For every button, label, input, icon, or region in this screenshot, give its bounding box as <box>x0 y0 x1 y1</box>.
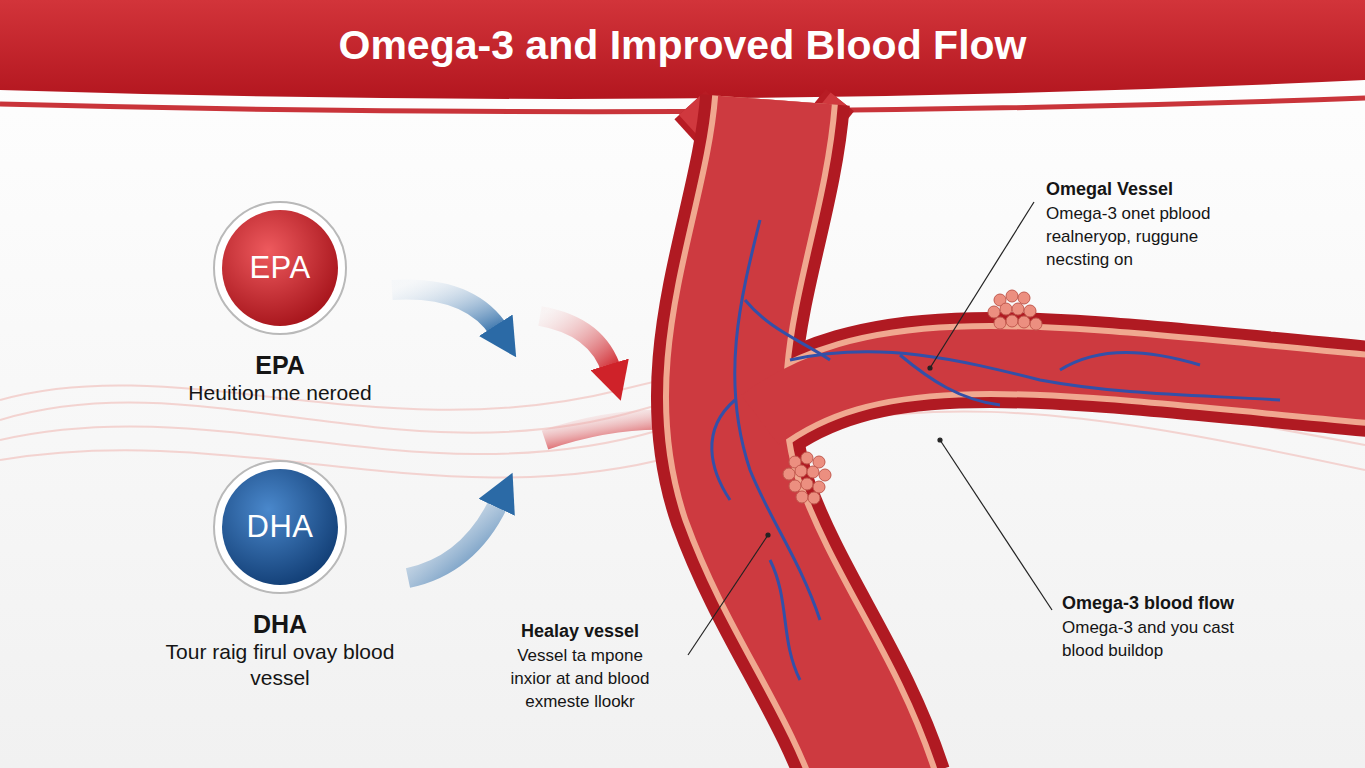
callout-text: Omega-3 and you cast blood buildop <box>1062 616 1262 662</box>
flow-arrow <box>540 316 612 372</box>
nutrient-description: Heuition me neroed <box>165 380 395 406</box>
title: Omega-3 and Improved Blood Flow <box>0 20 1365 70</box>
nutrient-circle: EPA <box>212 200 348 336</box>
leader-dot <box>938 438 942 442</box>
leader-dot <box>766 533 770 537</box>
vein <box>712 400 735 500</box>
banner-stripe <box>0 98 1365 112</box>
title-banner <box>0 0 1365 99</box>
plaque-cluster <box>783 452 831 504</box>
vein <box>735 220 820 620</box>
flow-arrow <box>408 500 500 578</box>
nutrient-node: EPAEPAHeuition me neroed <box>165 200 395 406</box>
callout-container: Healay vessel <box>480 620 680 643</box>
plaque-cluster <box>988 290 1042 330</box>
callout-container: Omega-3 onet pblood realneryop, ruggune … <box>1046 202 1261 271</box>
vein <box>790 352 1280 400</box>
leader-dot <box>928 366 932 370</box>
callout-text: Omega-3 onet pblood realneryop, ruggune … <box>1046 202 1261 271</box>
callout-container: Omegal Vessel <box>1046 178 1326 201</box>
nutrient-description: Tour raig firul ovay blood vessel <box>165 639 395 691</box>
vessel-lumen <box>726 100 878 768</box>
callout-heading: Omegal Vessel <box>1046 178 1326 201</box>
leader-line <box>940 440 1052 610</box>
vein <box>770 560 800 680</box>
callout-heading: Healay vessel <box>480 620 680 643</box>
nutrient-circle: DHA <box>212 459 348 595</box>
vein <box>745 300 830 360</box>
flow-arrow <box>392 290 500 332</box>
nutrient-node: DHADHATour raig firul ovay blood vessel <box>165 459 395 691</box>
flow-arrow <box>545 420 668 440</box>
leader-line <box>930 202 1034 368</box>
callout-container: Omega-3 blood flow <box>1062 592 1352 615</box>
callout-container: Omega-3 and you cast blood buildop <box>1062 616 1262 662</box>
blood-vessel <box>690 100 1365 768</box>
callout-heading: Omega-3 blood flow <box>1062 592 1352 615</box>
vein <box>900 355 1000 405</box>
nutrient-heading: DHA <box>165 610 395 638</box>
leader-lines <box>688 202 1052 655</box>
nutrient-heading: EPA <box>165 351 395 379</box>
vein <box>1060 353 1200 371</box>
title-container: Omega-3 and Improved Blood Flow <box>0 20 1365 70</box>
leader-line <box>688 535 768 655</box>
callout-container: Vessel ta mpone inxior at and blood exme… <box>497 644 663 713</box>
callout-text: Vessel ta mpone inxior at and blood exme… <box>497 644 663 713</box>
circle-label: EPA <box>212 200 348 336</box>
circle-label: DHA <box>212 459 348 595</box>
